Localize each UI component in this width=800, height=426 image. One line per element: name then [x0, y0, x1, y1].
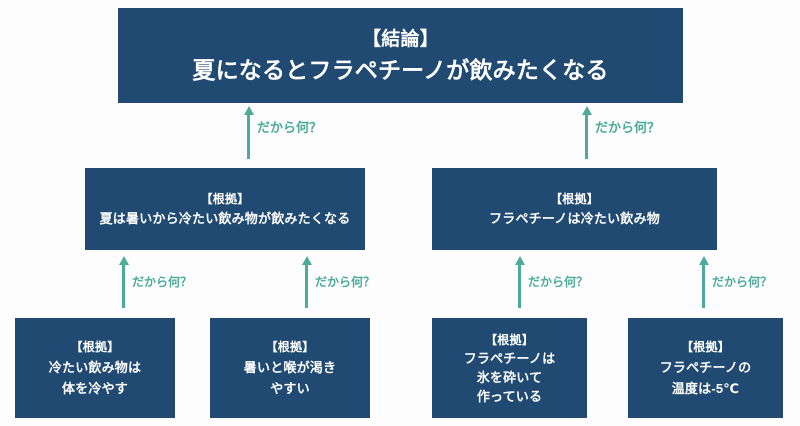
node-conclusion[interactable]: 【結論】 夏になるとフラペチーノが飲みたくなる: [118, 8, 683, 103]
arrow-label: だから何？: [315, 275, 376, 289]
arrow-up-conclusion-left: だから何？: [243, 106, 323, 159]
node-reason-left-tag: 【根拠】: [200, 192, 250, 206]
node-evidence-1[interactable]: 【根拠】 冷たい飲み物は 体を冷やす: [15, 318, 175, 418]
arrow-head-up-icon: [698, 256, 709, 265]
arrow-label: だから何？: [528, 275, 589, 289]
arrow-up-leaf-1: だから何？: [118, 256, 193, 308]
node-evidence-3-line3: 作っている: [476, 388, 543, 404]
arrow-shaft: [698, 256, 709, 308]
node-evidence-3-tag: 【根拠】: [485, 332, 534, 347]
node-evidence-3[interactable]: 【根拠】 フラペチーノは 氷を砕いて 作っている: [432, 318, 587, 418]
node-evidence-1-line1: 冷たい飲み物は: [48, 359, 142, 375]
arrow-label: だから何？: [132, 275, 193, 289]
node-evidence-2-line1: 暑いと喉が渇き: [243, 359, 337, 375]
node-reason-left[interactable]: 【根拠】 夏は暑いから冷たい飲み物が飲みたくなる: [85, 168, 365, 250]
node-reason-right[interactable]: 【根拠】 フラペチーノは冷たい飲み物: [432, 168, 717, 250]
arrow-head-up-icon: [581, 106, 592, 115]
node-conclusion-text: 夏になるとフラペチーノが飲みたくなる: [192, 56, 609, 83]
node-evidence-2-line2: やすい: [270, 380, 310, 396]
node-evidence-3-line2: 氷を砕いて: [476, 369, 543, 385]
node-evidence-1-tag: 【根拠】: [70, 339, 120, 354]
node-reason-right-text: フラペチーノは冷たい飲み物: [489, 211, 660, 226]
arrow-up-leaf-3: だから何？: [514, 256, 589, 308]
node-reason-right-tag: 【根拠】: [550, 192, 599, 206]
node-evidence-4[interactable]: 【根拠】 フラペチーノの 温度は-5℃: [628, 318, 783, 418]
arrow-label: だから何？: [257, 120, 323, 135]
node-evidence-3-line1: フラペチーノは: [463, 350, 556, 366]
arrow-label: だから何？: [712, 275, 773, 289]
node-conclusion-tag: 【結論】: [362, 28, 439, 50]
arrow-up-leaf-4: だから何？: [698, 256, 773, 308]
arrow-head-up-icon: [514, 256, 525, 265]
node-evidence-4-line1: フラペチーノの: [659, 359, 752, 375]
arrow-shaft: [118, 256, 129, 308]
arrow-up-conclusion-right: だから何？: [581, 106, 661, 159]
node-evidence-4-tag: 【根拠】: [681, 339, 730, 354]
node-evidence-4-line2: 温度は-5℃: [671, 380, 740, 396]
node-reason-left-text: 夏は暑いから冷たい飲み物が飲みたくなる: [99, 211, 351, 226]
arrow-shaft: [581, 106, 592, 159]
node-evidence-2-tag: 【根拠】: [265, 339, 315, 354]
arrow-head-up-icon: [301, 256, 312, 265]
arrow-head-up-icon: [243, 106, 254, 115]
arrow-shaft: [514, 256, 525, 308]
node-evidence-2[interactable]: 【根拠】 暑いと喉が渇き やすい: [210, 318, 370, 418]
arrow-up-leaf-2: だから何？: [301, 256, 376, 308]
arrow-shaft: [301, 256, 312, 308]
arrow-shaft: [243, 106, 254, 159]
node-evidence-1-line2: 体を冷やす: [61, 380, 128, 396]
arrow-head-up-icon: [118, 256, 129, 265]
arrow-label: だから何？: [595, 120, 661, 135]
